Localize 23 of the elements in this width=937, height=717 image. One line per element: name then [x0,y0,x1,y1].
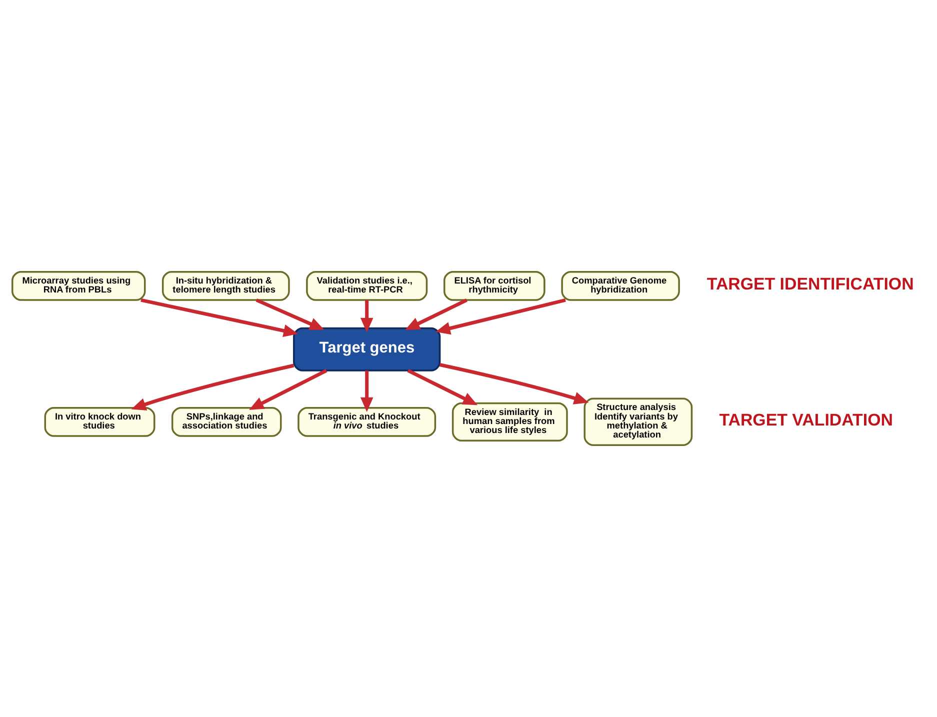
node-box: In vitro knock down studies [44,406,156,437]
arrow [249,368,328,410]
arrow [439,363,589,404]
node-box: Structure analysis Identify variants by methylation & acetylation [584,398,693,446]
node-box: Review similarity in human samples from various life styles [452,402,568,442]
node-box: Transgenic and Knockout in vivo studies [298,406,436,437]
node-box: ELISA for cortisol rhythmicity [443,270,546,301]
arrow [407,368,478,406]
arrow [360,300,374,333]
node-box: In-situ hybridization & telomere length studies [162,270,290,301]
label: TARGET VALIDATION [719,410,893,430]
arrow [256,298,324,330]
node-box: Validation studies i.e., real-time RT-PCR [306,270,428,301]
arrow [405,298,468,330]
arrow [131,364,294,410]
arrow [140,298,298,338]
label: TARGET IDENTIFICATION [706,274,914,294]
node-box: Comparative Genome hybridization [561,270,680,301]
arrow [360,370,374,412]
node-box: SNPs,linkage and association studies [171,406,282,437]
node-box: Microarray studies using RNA from PBLs [11,270,146,301]
arrow [436,298,566,335]
node-box: Target genes [293,327,441,372]
